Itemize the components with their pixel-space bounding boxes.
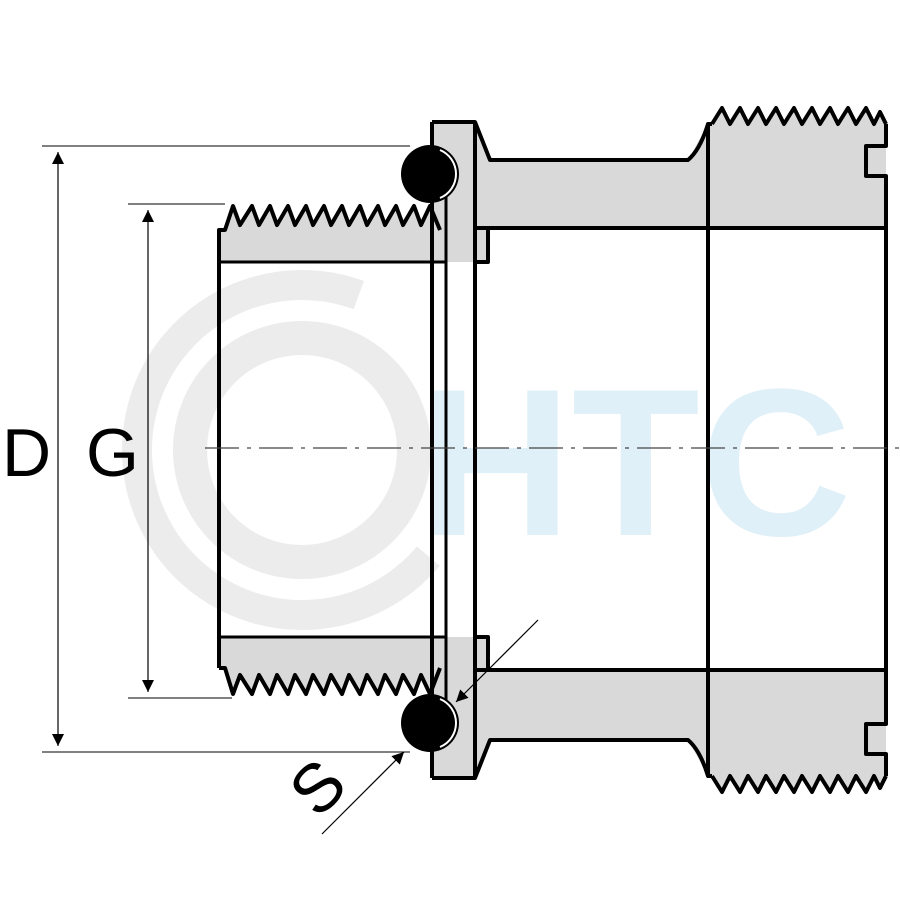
o-rings bbox=[401, 145, 459, 752]
right-bottom-thread bbox=[710, 774, 888, 794]
spigot-outline-bottom bbox=[219, 666, 442, 696]
label-g: G bbox=[86, 415, 139, 491]
label-d: D bbox=[2, 415, 51, 491]
flange-step-bottom bbox=[475, 635, 490, 672]
spigot-outline-top bbox=[217, 204, 442, 668]
body-outline bbox=[217, 106, 888, 794]
label-s: S bbox=[275, 745, 361, 831]
s-leader-lower bbox=[321, 751, 405, 835]
right-top-thread bbox=[710, 106, 888, 126]
top-thread-band bbox=[219, 230, 446, 262]
dimension-lines bbox=[42, 145, 539, 835]
watermark-text: HTC bbox=[420, 345, 852, 580]
right-end-face bbox=[864, 124, 888, 776]
flange-step-top bbox=[475, 226, 490, 264]
top-flange bbox=[432, 122, 886, 262]
watermark-ring bbox=[173, 321, 431, 579]
watermark-logo: HTC bbox=[122, 270, 852, 630]
o-ring-top bbox=[401, 145, 459, 203]
o-ring-bottom-highlight bbox=[439, 698, 457, 748]
bottom-thread-band bbox=[219, 637, 446, 668]
bottom-flange bbox=[432, 637, 886, 778]
o-ring-top-highlight bbox=[439, 149, 457, 199]
o-ring-bottom bbox=[401, 694, 459, 752]
s-leader-upper bbox=[455, 619, 539, 703]
